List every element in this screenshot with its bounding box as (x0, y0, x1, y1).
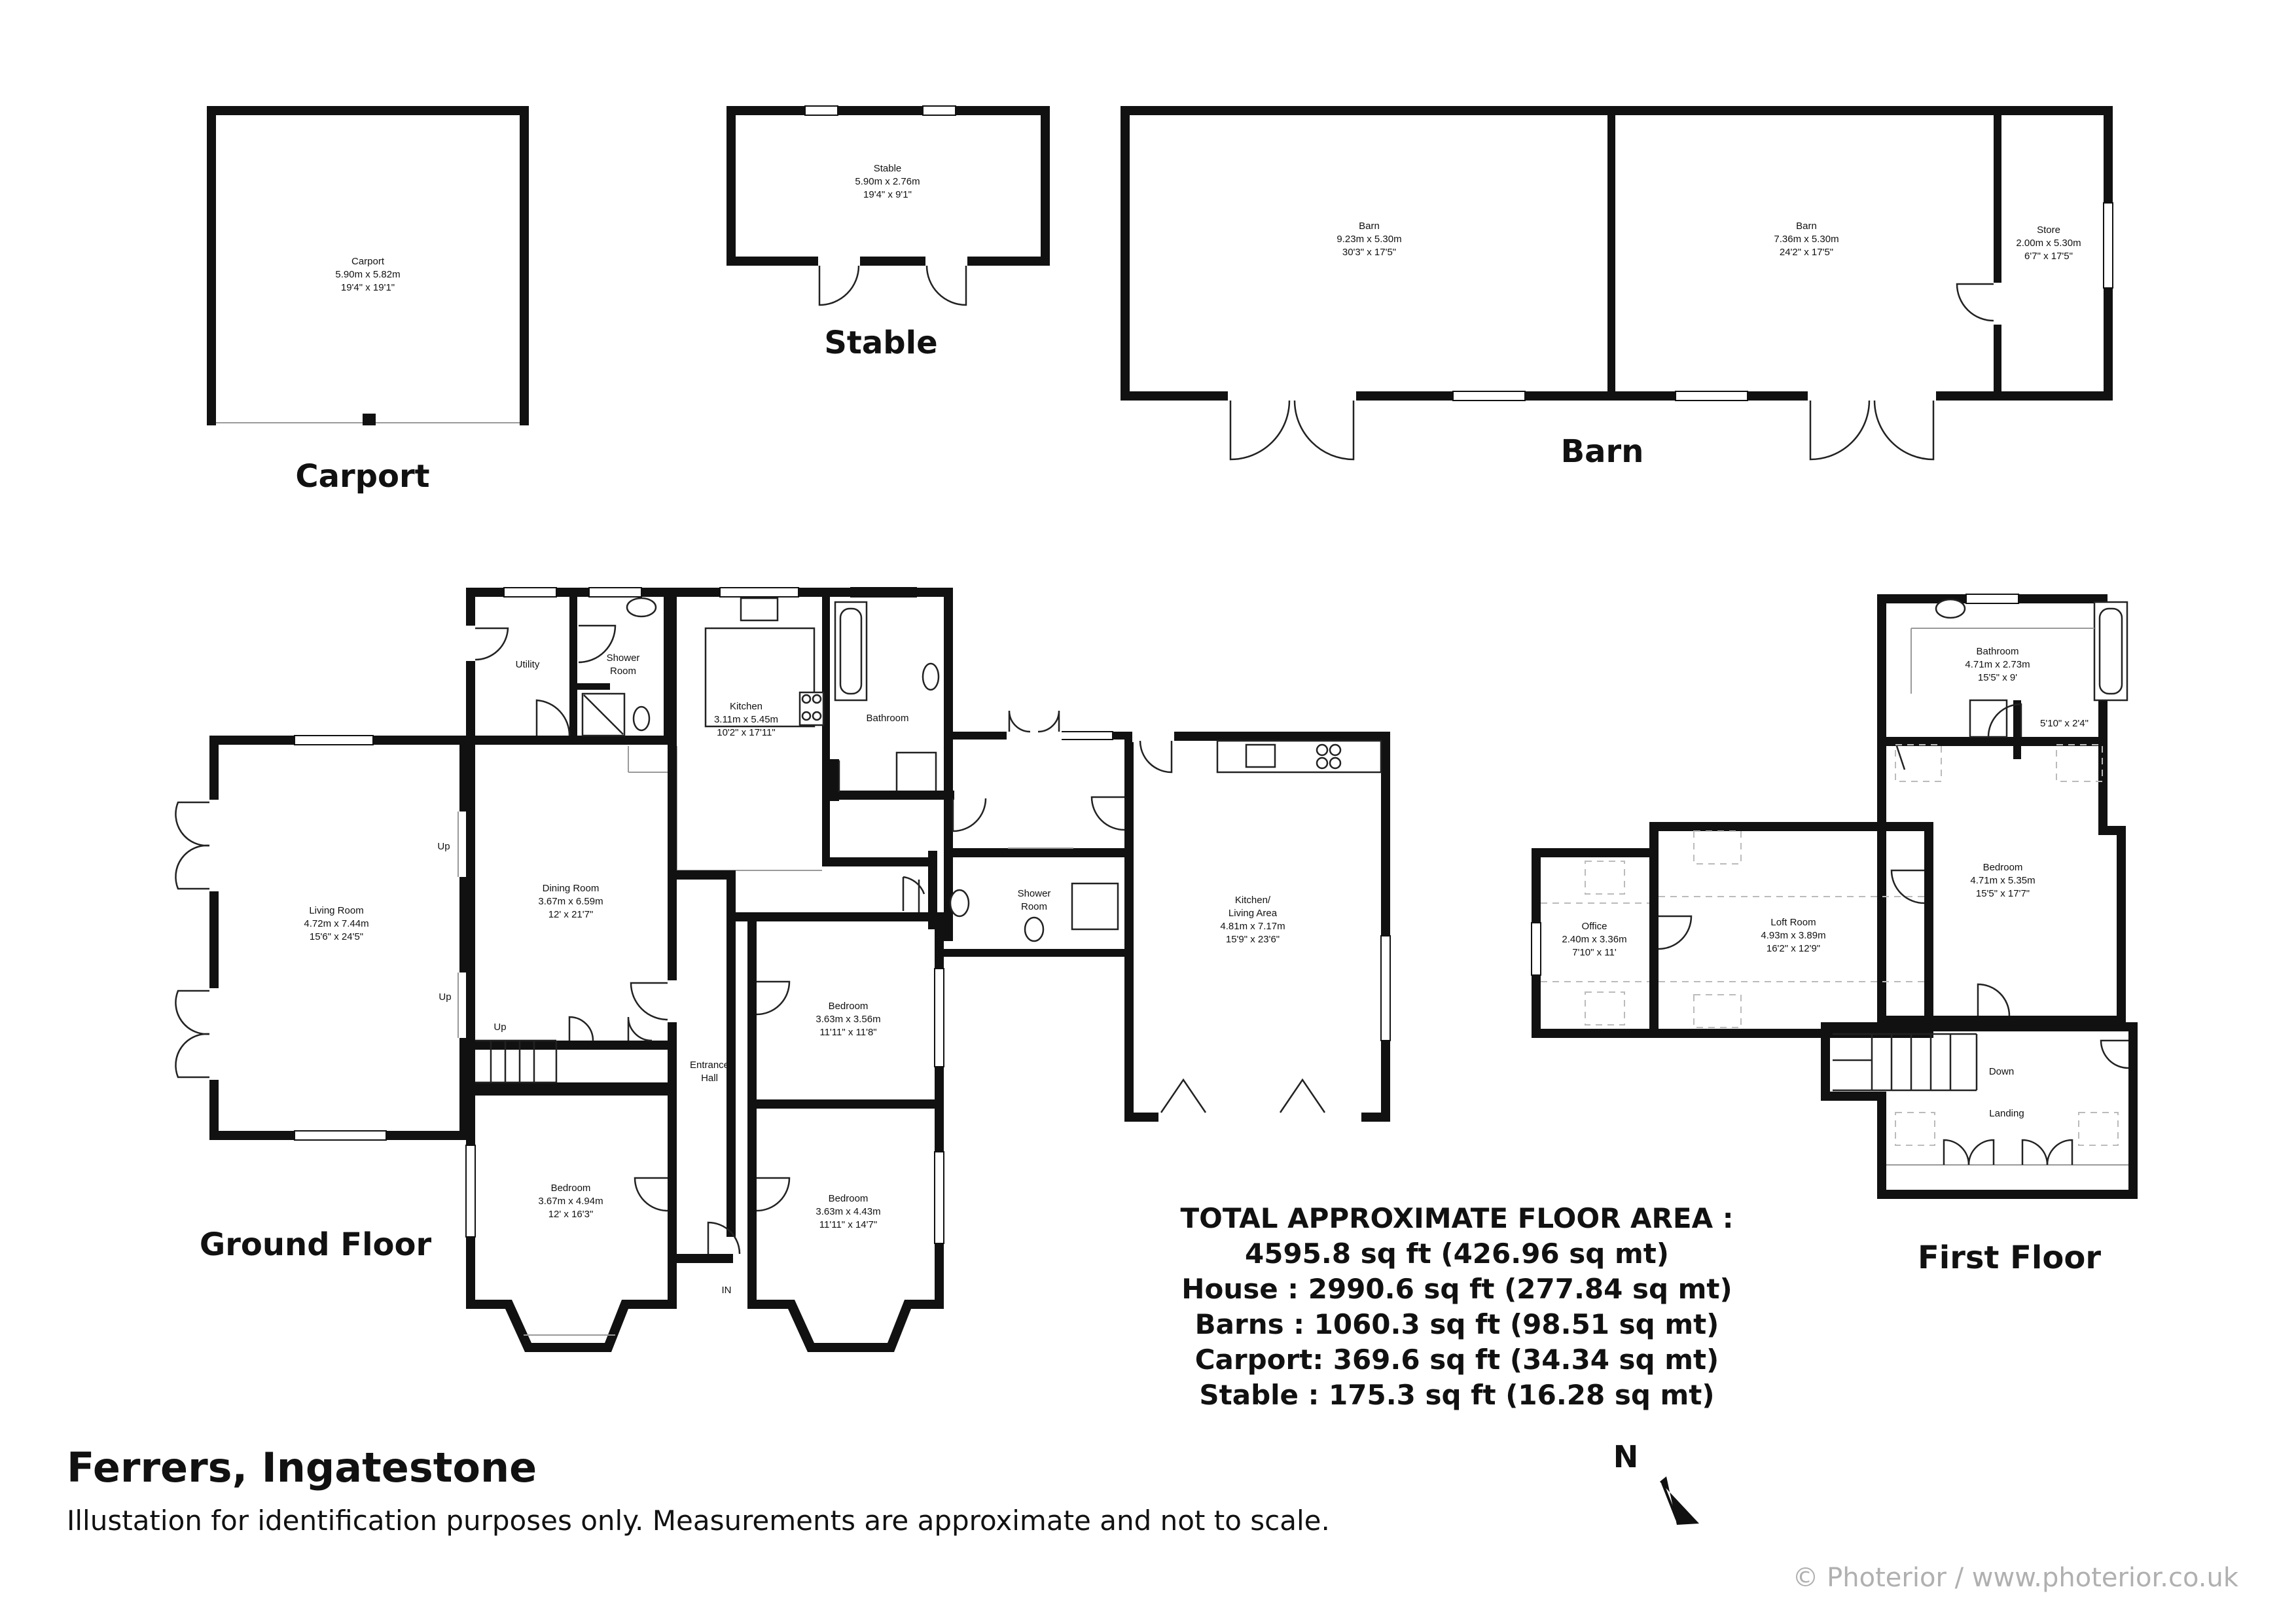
area-summary-total: 4595.8 sq ft (426.96 sq mt) (1245, 1238, 1669, 1270)
area-summary-heading: TOTAL APPROXIMATE FLOOR AREA : (1180, 1202, 1733, 1234)
living-room-name: Living Room (309, 905, 363, 916)
stair-up-label-3: Up (493, 1022, 506, 1033)
copyright: © Photerior / www.photerior.co.uk (1792, 1563, 2238, 1593)
shower1-room-name: Shower (607, 652, 640, 664)
kitchen-room-imperial: 10'2" x 17'11" (717, 727, 776, 738)
entrance-hall-name-2: Hall (701, 1073, 718, 1084)
utility-room-name: Utility (516, 659, 540, 670)
loft-room-imperial: 16'2" x 12'9" (1767, 943, 1820, 954)
ground-floor-plan (175, 587, 1391, 1352)
area-summary-carport: Carport: 369.6 sq ft (34.34 sq mt) (1195, 1344, 1719, 1376)
stair-up-label-1: Up (437, 841, 450, 852)
barn1-room-metric: 9.23m x 5.30m (1336, 234, 1401, 245)
shower2-room-name-2: Room (1021, 901, 1047, 912)
bedroom-b-room-metric: 3.67m x 4.94m (538, 1196, 603, 1207)
stable-room-imperial: 19'4" x 9'1" (863, 189, 912, 200)
barn1-room-imperial: 30'3" x 17'5" (1342, 247, 1396, 258)
carport-room-imperial: 19'4" x 19'1" (341, 282, 395, 293)
bedroom-a-room-name: Bedroom (829, 1001, 869, 1012)
stair-up-label-2: Up (439, 991, 451, 1003)
first-floor-title: First Floor (1918, 1240, 2101, 1276)
stair-down-label: Down (1989, 1066, 2014, 1077)
bedroom-b-room-name: Bedroom (551, 1183, 591, 1194)
kitchen-living-room-imperial: 15'9" x 23'6" (1226, 934, 1280, 945)
barn2-room-metric: 7.36m x 5.30m (1774, 234, 1839, 245)
bathroom-ff-room-imperial: 15'5" x 9' (1978, 672, 2017, 683)
barn2-room-name: Barn (1796, 221, 1817, 232)
loft-room-name: Loft Room (1770, 917, 1816, 928)
bedroom-ff-room-name: Bedroom (1983, 862, 2023, 873)
office-room-imperial: 7'10" x 11' (1572, 947, 1617, 958)
bathroom-ff-room-name: Bathroom (1976, 646, 2018, 657)
section-titles: Carport Stable Barn Ground Floor First F… (200, 325, 2101, 1276)
bedroom-ff-room-metric: 4.71m x 5.35m (1970, 875, 2035, 886)
area-summary-stable: Stable : 175.3 sq ft (16.28 sq mt) (1199, 1379, 1714, 1411)
kitchen-living-room-name: Kitchen/ (1235, 895, 1271, 906)
office-room-name: Office (1582, 921, 1607, 932)
landing-room-name: Landing (1989, 1108, 2024, 1119)
barn2-room-imperial: 24'2" x 17'5" (1780, 247, 1833, 258)
area-summary-house: House : 2990.6 sq ft (277.84 sq mt) (1181, 1273, 1732, 1305)
north-arrow-icon: N (1613, 1439, 1699, 1525)
bedroom-b-room-imperial: 12' x 16'3" (548, 1209, 594, 1220)
room-labels: Carport 5.90m x 5.82m 19'4" x 19'1" Stab… (304, 163, 2089, 1296)
living-room-metric: 4.72m x 7.44m (304, 918, 368, 929)
bedroom-a-room-imperial: 11'11" x 11'8" (819, 1027, 876, 1038)
first-floor-plan (1531, 594, 2138, 1199)
store-room-name: Store (2037, 224, 2060, 236)
store-room-metric: 2.00m x 5.30m (2016, 238, 2081, 249)
carport-room-name: Carport (351, 256, 385, 267)
kitchen-room-name: Kitchen (730, 701, 762, 712)
store-room-imperial: 6'7" x 17'5" (2024, 251, 2073, 262)
property-name: Ferrers, Ingatestone (67, 1444, 537, 1491)
area-summary: TOTAL APPROXIMATE FLOOR AREA : 4595.8 sq… (1180, 1202, 1733, 1411)
bedroom-c-room-metric: 3.63m x 4.43m (816, 1206, 880, 1217)
shower2-room-name: Shower (1018, 888, 1051, 899)
living-room-imperial: 15'6" x 24'5" (310, 931, 363, 942)
barn1-room-name: Barn (1359, 221, 1380, 232)
stable-plan (726, 105, 1050, 306)
bathroom-gf-room-name: Bathroom (866, 713, 908, 724)
office-room-metric: 2.40m x 3.36m (1562, 934, 1626, 945)
carport-room-metric: 5.90m x 5.82m (335, 269, 400, 280)
bedroom-a-room-metric: 3.63m x 3.56m (816, 1014, 880, 1025)
stable-title: Stable (824, 325, 937, 361)
dining-room-metric: 3.67m x 6.59m (538, 896, 603, 907)
kitchen-room-metric: 3.11m x 5.45m (714, 714, 778, 725)
barn-title: Barn (1561, 433, 1644, 470)
carport-title: Carport (295, 458, 429, 495)
kitchen-living-room-metric: 4.81m x 7.17m (1220, 921, 1285, 932)
dining-room-imperial: 12' x 21'7" (548, 909, 594, 920)
disclaimer: Illustation for identification purposes … (67, 1505, 1330, 1537)
dining-room-name: Dining Room (543, 883, 600, 894)
carport-plan (207, 106, 529, 425)
bathroom-ff-room-metric: 4.71m x 2.73m (1965, 659, 2030, 670)
area-summary-barns: Barns : 1060.3 sq ft (98.51 sq mt) (1195, 1308, 1719, 1340)
entrance-hall-name: Entrance (690, 1060, 729, 1071)
stable-room-metric: 5.90m x 2.76m (855, 176, 920, 187)
cupboard-dims: 5'10" x 2'4" (2040, 718, 2089, 729)
bedroom-ff-room-imperial: 15'5" x 17'7" (1976, 888, 2030, 899)
entrance-in-label: IN (722, 1285, 732, 1296)
stable-room-name: Stable (874, 163, 902, 174)
north-label: N (1613, 1439, 1639, 1474)
barn-plan (1121, 106, 2113, 461)
kitchen-living-room-name-2: Living Area (1229, 908, 1278, 919)
bedroom-c-room-name: Bedroom (829, 1193, 869, 1204)
bedroom-c-room-imperial: 11'11" x 14'7" (819, 1219, 877, 1230)
ground-floor-title: Ground Floor (200, 1226, 432, 1263)
shower1-room-name-2: Room (610, 666, 636, 677)
loft-room-metric: 4.93m x 3.89m (1761, 930, 1825, 941)
